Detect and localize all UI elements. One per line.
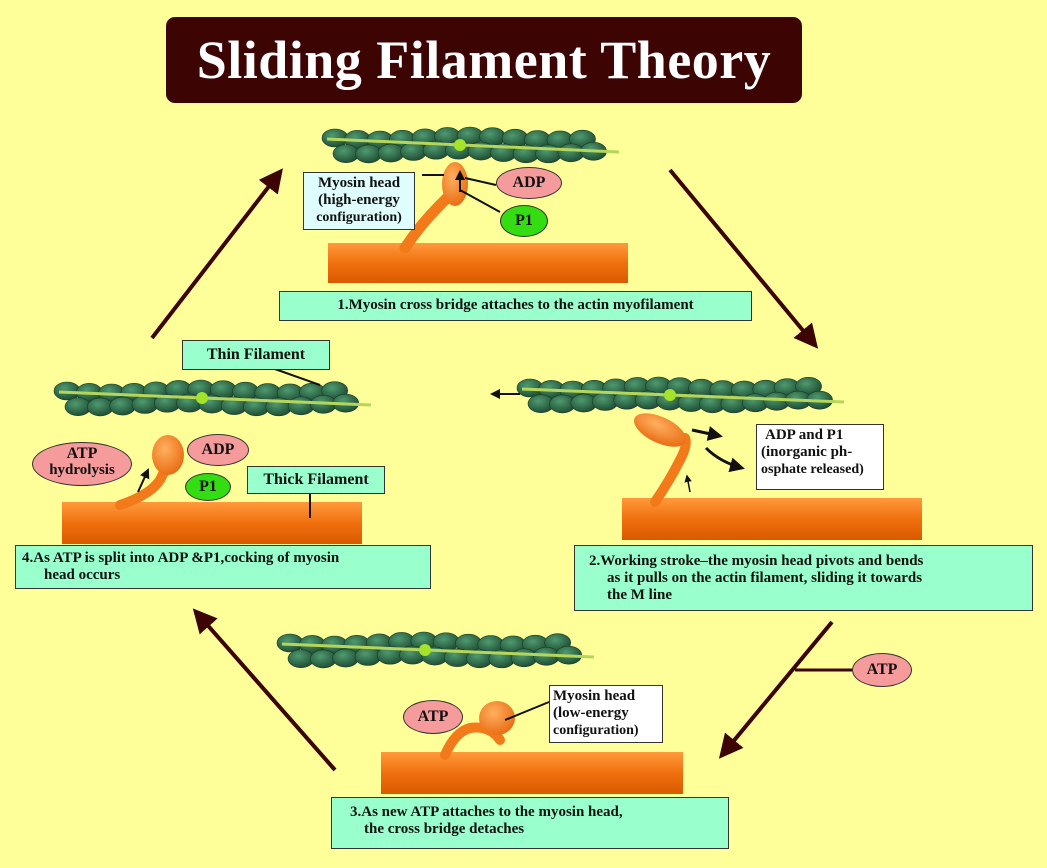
atp-oval-right: ATP — [852, 653, 912, 687]
cycle-arrow-4-to-1 — [150, 168, 283, 340]
thick-filament-text: Thick Filament — [263, 471, 369, 488]
actin-bead — [557, 143, 585, 163]
cycle-arrow-2-to-3 — [718, 620, 834, 759]
thick-filament-top — [328, 243, 628, 283]
adp-left-text: ADP — [201, 441, 235, 458]
binding-site — [454, 139, 466, 151]
cycle-arrow-1-to-2 — [668, 168, 819, 349]
atp-hydrolysis-line-1: ATP — [66, 445, 98, 462]
thick-filament-label: Thick Filament — [247, 466, 385, 494]
tropomyosin-strand — [326, 137, 620, 154]
thin-filament-right — [516, 376, 845, 414]
myosin-low-line-2: (low-energy — [553, 705, 629, 721]
cycle-arrow-3-to-4 — [192, 608, 337, 772]
step-1-text: 1.Myosin cross bridge attaches to the ac… — [337, 297, 694, 313]
atp-bottom-text: ATP — [417, 708, 449, 725]
adp-top-text: ADP — [512, 174, 546, 191]
step-2-box: 2.Working stroke–the myosin head pivots … — [574, 545, 1033, 611]
step-4-line-2: head occurs — [44, 567, 121, 583]
release-arrow-2 — [704, 446, 745, 473]
release-arrow-1 — [691, 426, 723, 441]
thin-filament-label: Thin Filament — [182, 340, 330, 370]
atp-oval-bottom: ATP — [403, 700, 463, 734]
thin-filament-bottom — [276, 631, 595, 669]
tropomyosin-strand — [521, 387, 845, 404]
step-4-box: 4.As ATP is split into ADP &P1,cocking o… — [15, 545, 431, 589]
step-2-line-2: as it pulls on the actin filament, slidi… — [607, 570, 923, 586]
p1-left-text: P1 — [199, 478, 217, 495]
myosin-low-line-3: configuration) — [553, 723, 639, 738]
diagram-title: Sliding Filament Theory — [166, 17, 802, 103]
actin-bead — [355, 144, 382, 164]
myosin-high-line-1: Myosin head — [317, 175, 401, 191]
myosin-head-high-energy-label: Myosin head (high-energy configuration) — [303, 172, 415, 230]
thin-filament-text: Thin Filament — [206, 346, 306, 363]
binding-site — [196, 392, 208, 404]
atp-right-text: ATP — [866, 661, 898, 678]
step-3-box: 3.As new ATP attaches to the myosin head… — [331, 797, 729, 849]
actin-bead — [131, 395, 159, 414]
leader-adp-top — [464, 177, 497, 186]
myosin-low-line-1: Myosin head — [553, 688, 636, 704]
adp-p1-line-2: (inorganic ph- — [761, 444, 853, 460]
myosin-head-bottom — [440, 701, 515, 760]
actin-bead — [354, 647, 382, 666]
step-1-box: 1.Myosin cross bridge attaches to the ac… — [279, 291, 752, 321]
myosin-head-left — [115, 435, 184, 510]
adp-oval-top: ADP — [496, 167, 562, 199]
atp-hydrolysis-line-2: hydrolysis — [49, 462, 115, 478]
head-cock-arrow-left — [137, 468, 150, 493]
adp-p1-line-3: osphate released) — [761, 462, 864, 477]
myosin-head-low-energy-label: Myosin head (low-energy configuration) — [549, 685, 663, 743]
step-2-line-3: the M line — [607, 587, 672, 603]
step-3-line-1: 3.As new ATP attaches to the myosin head… — [350, 804, 623, 820]
p1-top-text: P1 — [515, 212, 533, 229]
actin-bead — [510, 648, 538, 668]
thin-filament-top — [321, 126, 620, 164]
leader-myosin-low — [504, 701, 550, 721]
adp-oval-left: ADP — [187, 434, 249, 466]
adp-p1-line-1: ADP and P1 — [765, 427, 844, 443]
actin-bead — [377, 143, 405, 163]
myosin-high-line-2: (high-energy — [318, 192, 400, 208]
p1-oval-top: P1 — [500, 205, 548, 237]
leader-thin-filament — [271, 367, 321, 386]
tropomyosin-strand — [58, 390, 372, 407]
thick-filament-left — [62, 502, 362, 544]
adp-p1-released-label: ADP and P1 (inorganic ph- osphate releas… — [756, 424, 884, 490]
binding-site — [419, 644, 431, 656]
actin-bead — [109, 396, 136, 416]
binding-site — [664, 389, 676, 401]
myosin-high-line-3: configuration) — [316, 210, 402, 225]
thin-filament-left — [53, 379, 372, 417]
step-3-line-2: the cross bridge detaches — [364, 821, 525, 837]
actin-bead — [332, 144, 360, 163]
tropomyosin-strand — [281, 642, 595, 659]
step-2-line-1: 2.Working stroke–the myosin head pivots … — [589, 553, 924, 569]
actin-bead — [287, 396, 315, 416]
actin-bead — [400, 142, 427, 161]
step-4-line-1: 4.As ATP is split into ADP &P1,cocking o… — [22, 550, 340, 566]
actin-bead — [332, 648, 359, 668]
atp-hydrolysis-oval: ATP hydrolysis — [32, 442, 132, 486]
p1-oval-left: P1 — [185, 473, 231, 501]
thick-filament-right — [622, 498, 922, 540]
myosin-head-right — [634, 413, 691, 507]
leader-p1-top — [459, 189, 501, 213]
pivot-arrow — [684, 474, 692, 493]
thick-filament-bottom — [381, 752, 683, 794]
